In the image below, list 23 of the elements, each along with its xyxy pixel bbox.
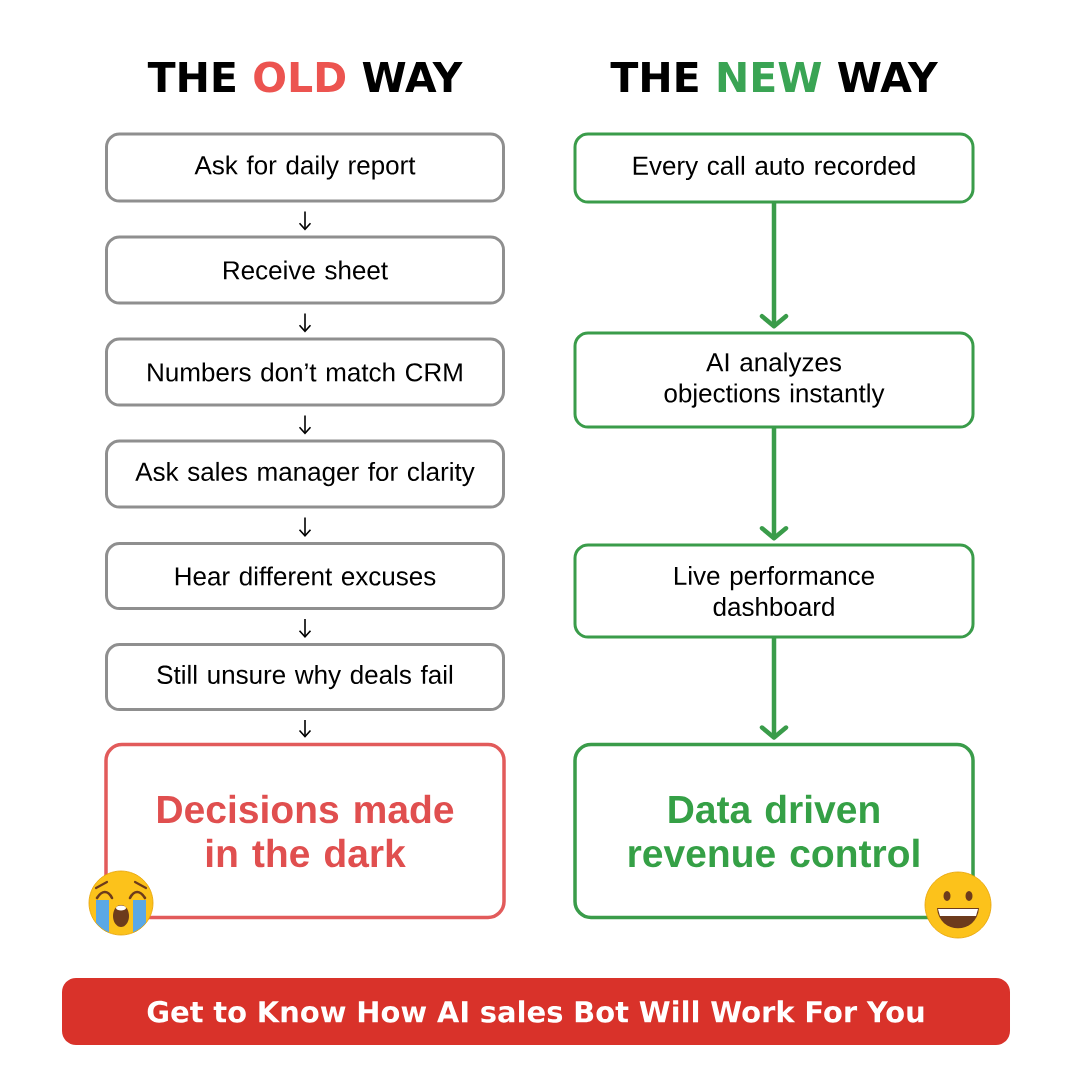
- arrow: [298, 618, 312, 638]
- arrow: [759, 426, 789, 541]
- arrow: [298, 719, 312, 738]
- step-box: Hear different excuses: [105, 542, 505, 610]
- arrow: [759, 201, 789, 329]
- step-box: Still unsure why deals fail: [105, 643, 505, 711]
- step-box: Receive sheet: [105, 235, 505, 305]
- column-heading: THE NEW WAY: [610, 62, 939, 92]
- step-box: Live performance dashboard: [573, 543, 975, 639]
- step-box: AI analyzes objections instantly: [573, 331, 975, 429]
- step-box: Every call auto recorded: [573, 132, 975, 204]
- step-box: Ask sales manager for clarity: [105, 439, 505, 509]
- column-heading: THE OLD WAY: [147, 61, 463, 93]
- step-box: Numbers don’t match CRM: [105, 337, 505, 407]
- arrow: [298, 312, 312, 333]
- step-box: Ask for daily report: [105, 132, 505, 203]
- banner: Get to Know How AI sales Bot Will Work For You: [62, 978, 1010, 1045]
- outcome-box: Data driven revenue control: [573, 742, 975, 920]
- arrow: [298, 210, 312, 231]
- arrow: [298, 414, 312, 435]
- arrow: [298, 516, 312, 537]
- outcome-box: Decisions made in the dark: [104, 742, 506, 920]
- arrow: [759, 636, 789, 740]
